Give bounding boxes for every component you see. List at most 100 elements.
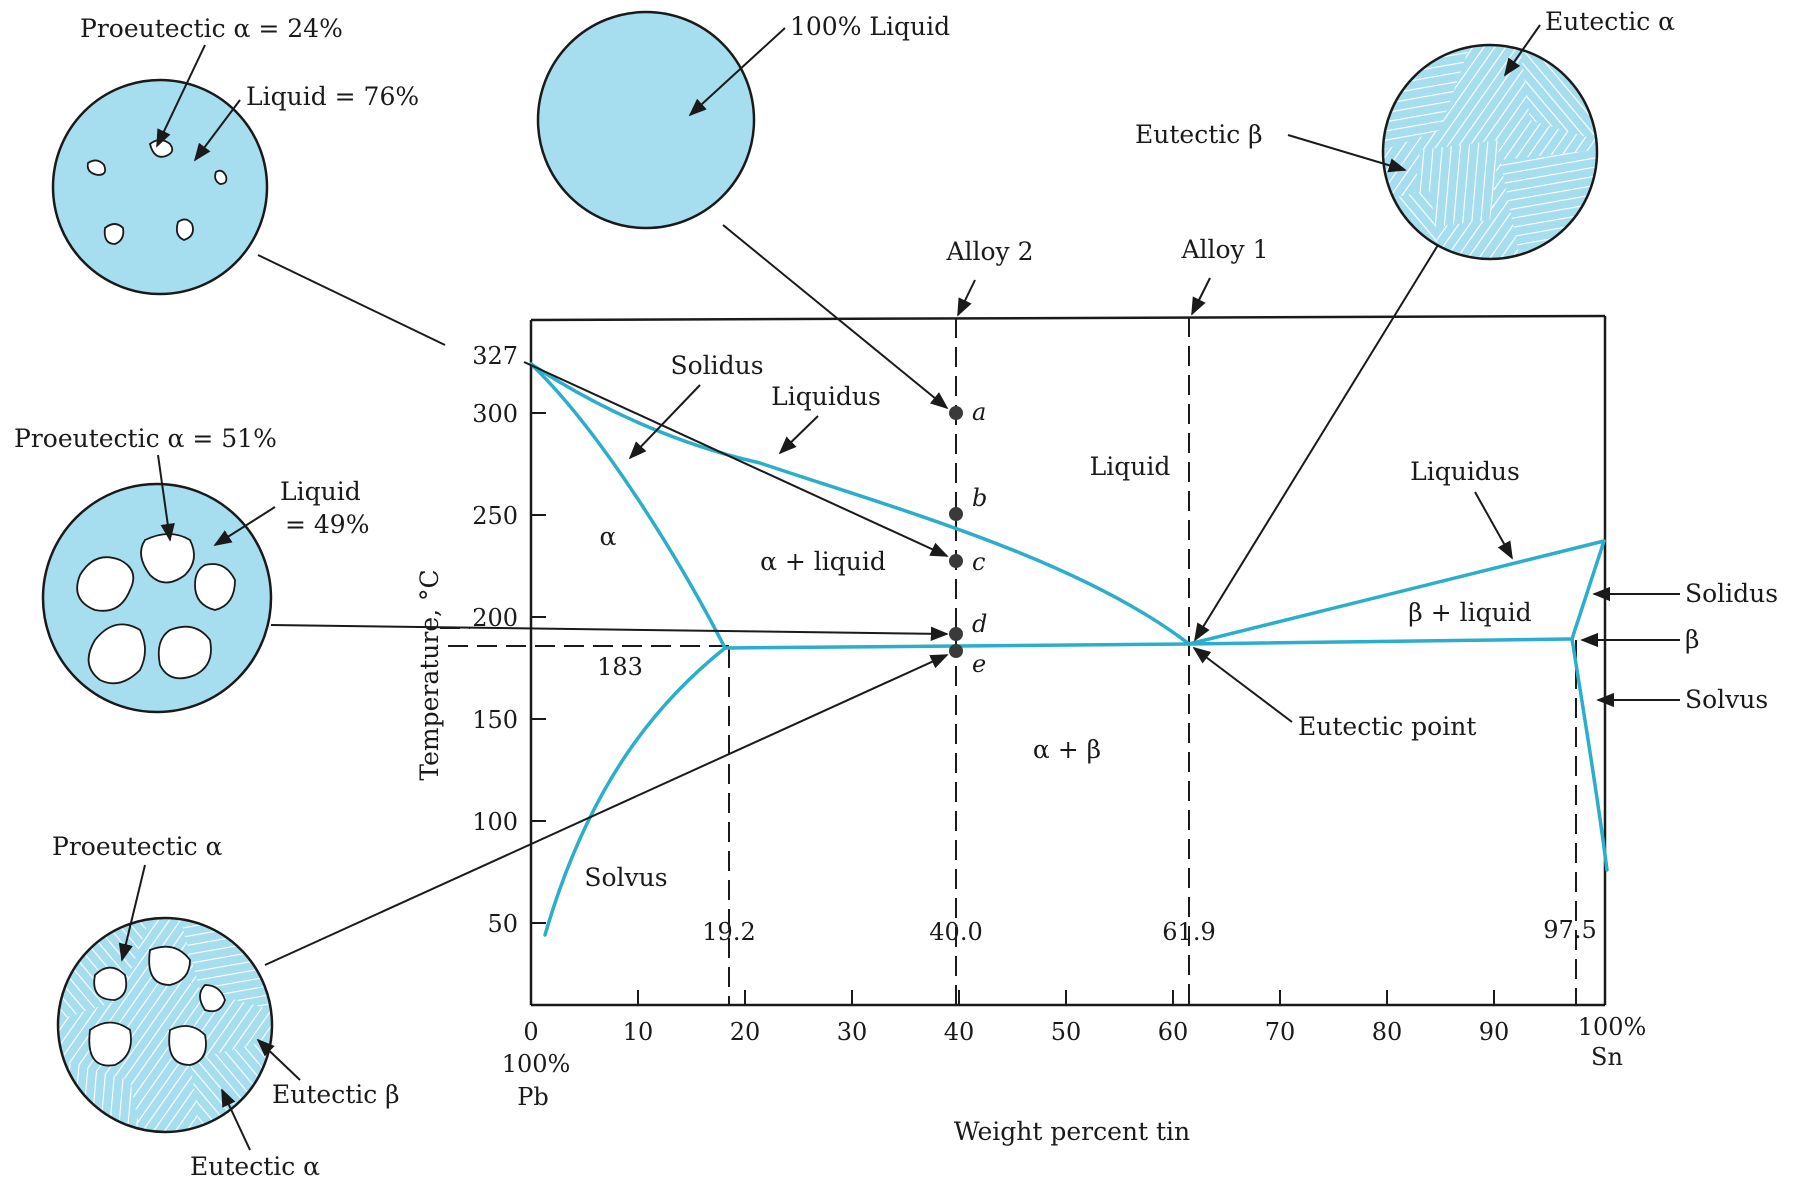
eutectic-comp-value: 61.9 [1162, 918, 1215, 946]
m3-eutectic-beta-label: Eutectic β [272, 1080, 400, 1109]
solidus-right-label: Solidus [1685, 579, 1778, 608]
point-d-dot [949, 627, 963, 641]
y-axis-ticks [531, 412, 546, 924]
m3-connector-to-point-e [264, 654, 949, 966]
region-beta-liquid: β + liquid [1408, 598, 1531, 627]
region-liquid: Liquid [1090, 452, 1171, 481]
m3-eutectic-beta-pointer [256, 1038, 301, 1081]
point-a-label: a [972, 398, 986, 426]
point-c-label: c [972, 548, 985, 576]
x-tick-label: 70 [1265, 1018, 1296, 1046]
point-e-dot [949, 644, 963, 658]
m1-proeutectic-pointer [156, 44, 206, 148]
m3-proeutectic-pointer [118, 864, 146, 962]
pb-end-label-percent: 100% [502, 1050, 571, 1078]
solidus-left-curve [529, 362, 727, 650]
eutectic-point-pointer [1192, 646, 1293, 723]
alloy2-label: Alloy 2 [945, 237, 1033, 266]
m1-liquid-pointer [193, 99, 241, 162]
micrograph-full-liquid: 100% Liquid [536, 10, 950, 410]
m2-proeutectic-label: Proeutectic α = 51% [14, 424, 277, 453]
liquidus-left-label: Liquidus [771, 382, 881, 411]
m2-liquid-value-label: = 49% [285, 510, 369, 539]
x-tick-label: 10 [623, 1018, 654, 1046]
y-tick-label: 50 [487, 910, 518, 938]
y-tick-label: 100 [472, 808, 518, 836]
proeutectic-alpha-grains [88, 945, 226, 1067]
region-alpha-liquid: α + liquid [760, 547, 886, 576]
x-tick-label: 50 [1051, 1018, 1082, 1046]
beta-right-label: β [1685, 625, 1699, 654]
micrograph-24pct-alpha: Proeutectic α = 24% Liquid = 76% [51, 14, 949, 557]
m3-proeutectic-label: Proeutectic α [52, 832, 223, 861]
solvus-left-label: Solvus [584, 863, 667, 892]
liquidus-left-pointer [778, 415, 819, 455]
alloy2-comp-value: 40.0 [929, 918, 982, 946]
x-axis-title: Weight percent tin [954, 1117, 1190, 1146]
solidus-right-curve [1570, 539, 1606, 641]
eutectic-isotherm [723, 637, 1572, 650]
alloy1-arrow [1191, 277, 1211, 316]
m3-eutectic-alpha-label: Eutectic α [190, 1152, 320, 1179]
alloy2-cooling-points: a b c d e [949, 398, 987, 678]
y-axis-tick-labels: 300 250 200 150 100 50 327 [472, 342, 518, 938]
x-tick-label: 0 [523, 1018, 538, 1046]
curve-labels: Solidus Liquidus Solvus Liquidus Solidus… [584, 351, 1778, 892]
beta-max-value: 97.5 [1543, 916, 1596, 944]
plot-frame [529, 314, 1607, 1007]
liquidus-right-label: Liquidus [1410, 457, 1520, 486]
frame-top [530, 314, 1606, 322]
eutectic-temp-value: 183 [597, 653, 643, 681]
m2-liquid-pointer [213, 506, 276, 546]
melting-point-pb-label: 327 [472, 342, 518, 370]
proeutectic-alpha-grains [76, 533, 236, 685]
alpha-max-value: 19.2 [702, 918, 755, 946]
liquidus-left-curve [529, 362, 1191, 646]
alloy1-label: Alloy 1 [1180, 235, 1268, 264]
x-axis-tick-labels: 0 10 20 30 40 50 60 70 80 90 100% Sn 100… [502, 1013, 1647, 1111]
solvus-right-label: Solvus [1685, 685, 1768, 714]
solvus-right-curve [1570, 637, 1609, 872]
x-tick-label: 30 [837, 1018, 868, 1046]
x-axis-ticks [530, 990, 1495, 1005]
x-tick-label: 100% [1578, 1013, 1647, 1041]
m4-connector-to-point-a [722, 224, 949, 410]
point-b-label: b [972, 484, 987, 512]
solvus-left-curve [543, 646, 727, 937]
m1-connector-tail [523, 361, 949, 557]
x-tick-label: 90 [1479, 1018, 1510, 1046]
sn-end-label: Sn [1591, 1043, 1623, 1071]
liquidus-right-pointer [1474, 491, 1513, 560]
m2-proeutectic-pointer [157, 454, 175, 542]
m3-eutectic-alpha-pointer [221, 1088, 251, 1151]
point-b-dot [949, 507, 963, 521]
m5-eutectic-alpha-pointer [1503, 24, 1541, 77]
liquidus-right-curve [1187, 539, 1606, 646]
region-alpha: α [600, 522, 617, 551]
x-tick-label: 20 [730, 1018, 761, 1046]
phase-boundaries [529, 362, 1609, 937]
point-e-label: e [972, 650, 986, 678]
alloy-markers: Alloy 2 Alloy 1 [945, 235, 1269, 317]
y-tick-label: 250 [472, 502, 518, 530]
x-tick-label: 60 [1158, 1018, 1189, 1046]
x-tick-label: 80 [1372, 1018, 1403, 1046]
m4-liquid-label: 100% Liquid [790, 12, 950, 41]
key-composition-values: 183 19.2 40.0 61.9 97.5 [597, 653, 1597, 946]
point-d-label: d [972, 610, 987, 638]
point-a-dot [949, 406, 963, 420]
m1-proeutectic-label: Proeutectic α = 24% [80, 14, 343, 43]
m5-connector-to-eutectic [1194, 244, 1439, 642]
pb-end-label-element: Pb [517, 1083, 549, 1111]
m2-liquid-label: Liquid [280, 477, 361, 506]
micrograph-hypoeutectic-solid: Proeutectic α Eutectic β Eutectic α [52, 654, 949, 1181]
m5-eutectic-beta-label: Eutectic β [1135, 120, 1263, 149]
region-labels: α α + liquid Liquid α + β β + liquid [600, 452, 1532, 764]
micrograph-51pct-alpha: Proeutectic α = 51% Liquid = 49% [14, 424, 949, 714]
m5-eutectic-alpha-label: Eutectic α [1545, 7, 1675, 36]
y-tick-label: 300 [472, 400, 518, 428]
solidus-left-pointer [628, 384, 701, 460]
m4-liquid-pointer [688, 27, 786, 117]
